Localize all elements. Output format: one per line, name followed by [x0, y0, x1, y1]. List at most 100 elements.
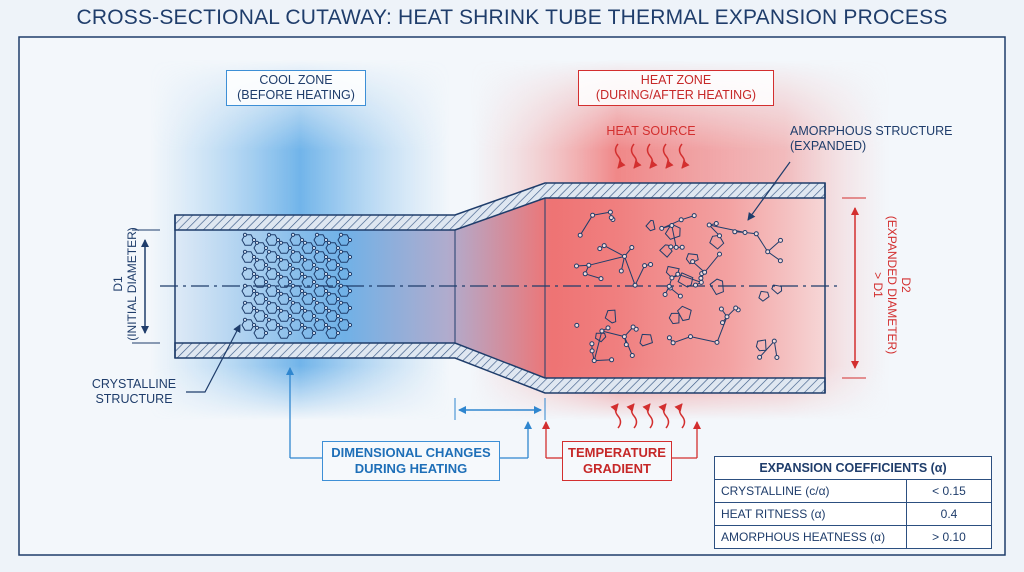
amorph-atom: [670, 340, 676, 346]
crystal-cell: [337, 302, 351, 314]
crystal-atom: [338, 283, 344, 288]
crystal-atom: [263, 313, 269, 319]
crystal-atom: [299, 305, 305, 311]
crystal-atom: [251, 322, 257, 328]
crystal-atom: [251, 305, 257, 311]
heat-wave: [610, 403, 622, 429]
amorph-ring: [755, 339, 767, 352]
amorph-bond: [755, 233, 769, 252]
amorph-atom: [577, 232, 583, 238]
amorph-atom: [698, 279, 704, 285]
crystal-cell: [337, 268, 351, 280]
amorph-bond: [623, 336, 633, 356]
crystal-cell: [277, 327, 291, 339]
crystal-atom: [275, 305, 281, 311]
table-header: EXPANSION COEFFICIENTS (α): [714, 456, 992, 480]
crystal-atom: [275, 322, 281, 328]
crystal-atom: [323, 254, 329, 260]
crystal-atom: [338, 317, 344, 322]
amorph-ring: [645, 219, 656, 232]
crystal-atom: [242, 249, 248, 254]
crystal-cell: [289, 302, 303, 314]
cool-zone-line2: (BEFORE HEATING): [237, 88, 355, 102]
crystal-atom: [335, 296, 341, 302]
amorph-atom: [714, 339, 720, 345]
crystal-cell: [301, 310, 315, 322]
crystal-atom: [323, 288, 329, 294]
crystal-cell: [277, 293, 291, 305]
amorph-atom: [720, 320, 725, 326]
amorph-bond: [704, 253, 720, 273]
crystal-atom: [278, 240, 284, 245]
crystal-cell: [241, 234, 255, 246]
crystalline-line2: STRUCTURE: [95, 392, 173, 406]
amorph-atom: [691, 213, 697, 219]
crystal-cell: [313, 234, 327, 246]
crystal-cell: [241, 251, 255, 263]
amorph-atom: [589, 348, 595, 354]
heat-source-label: HEAT SOURCE: [606, 124, 696, 138]
crystal-cell: [325, 310, 339, 322]
row-value: > 0.10: [906, 525, 992, 549]
amorph-atom: [771, 338, 777, 344]
crystal-cell: [265, 285, 279, 297]
crystal-atom: [335, 245, 341, 251]
row-value: < 0.15: [906, 479, 992, 503]
crystal-atom: [242, 232, 248, 237]
amorph-atom: [601, 243, 607, 249]
amorph-atom: [666, 283, 672, 289]
amorph-ring: [664, 223, 681, 240]
crystal-atom: [263, 245, 269, 251]
amorph-atom: [717, 251, 722, 257]
heat-zone-line2: (DURING/AFTER HEATING): [595, 88, 757, 102]
amorph-bond: [592, 211, 611, 216]
amorph-bond: [672, 336, 691, 344]
crystal-atom: [314, 266, 320, 271]
crystal-cell: [325, 293, 339, 305]
crystal-atom: [290, 300, 296, 305]
amorph-atom: [597, 246, 603, 252]
crystal-atom: [242, 266, 248, 271]
amorph-bond: [624, 256, 636, 286]
crystal-atom: [302, 308, 308, 313]
crystal-atom: [263, 279, 269, 285]
crystal-atom: [323, 271, 329, 277]
crystal-cell: [337, 319, 351, 331]
crystal-cell: [253, 293, 267, 305]
crystal-cell: [253, 327, 267, 339]
crystal-atom: [311, 262, 317, 268]
amorphous-leader: [747, 161, 791, 221]
crystal-atom: [335, 313, 341, 319]
crystal-atom: [326, 240, 332, 245]
amorph-atom: [688, 334, 693, 340]
crystal-atom: [311, 296, 317, 302]
crystal-atom: [311, 330, 317, 336]
amorph-atom: [753, 231, 759, 237]
crystal-atom: [338, 249, 344, 254]
crystal-atom: [314, 283, 320, 288]
crystal-atom: [302, 325, 308, 330]
amorphous-line1: AMORPHOUS STRUCTURE: [790, 124, 953, 138]
crystal-atom: [290, 317, 296, 322]
amorph-atom: [698, 275, 704, 281]
cool-zone-line1: COOL ZONE: [259, 73, 333, 87]
amorph-atom: [679, 244, 685, 250]
crystal-atom: [338, 300, 344, 305]
amorph-atom: [713, 221, 719, 226]
amorph-atom: [765, 249, 771, 255]
amorph-bond: [773, 341, 778, 358]
crystal-atom: [278, 257, 284, 262]
row-value: 0.4: [906, 502, 992, 526]
amorph-atom: [589, 341, 595, 347]
amorph-bond: [690, 336, 718, 343]
amorph-atom: [630, 324, 636, 330]
crystal-cell: [265, 319, 279, 331]
d1-label: D1 (INITIAL DIAMETER): [111, 219, 139, 349]
crystal-cell: [301, 259, 315, 271]
amorph-atom: [669, 223, 675, 228]
amorph-atom: [778, 237, 783, 243]
crystal-atom: [290, 249, 296, 254]
crystal-atom: [290, 283, 296, 288]
crystal-atom: [335, 279, 341, 285]
